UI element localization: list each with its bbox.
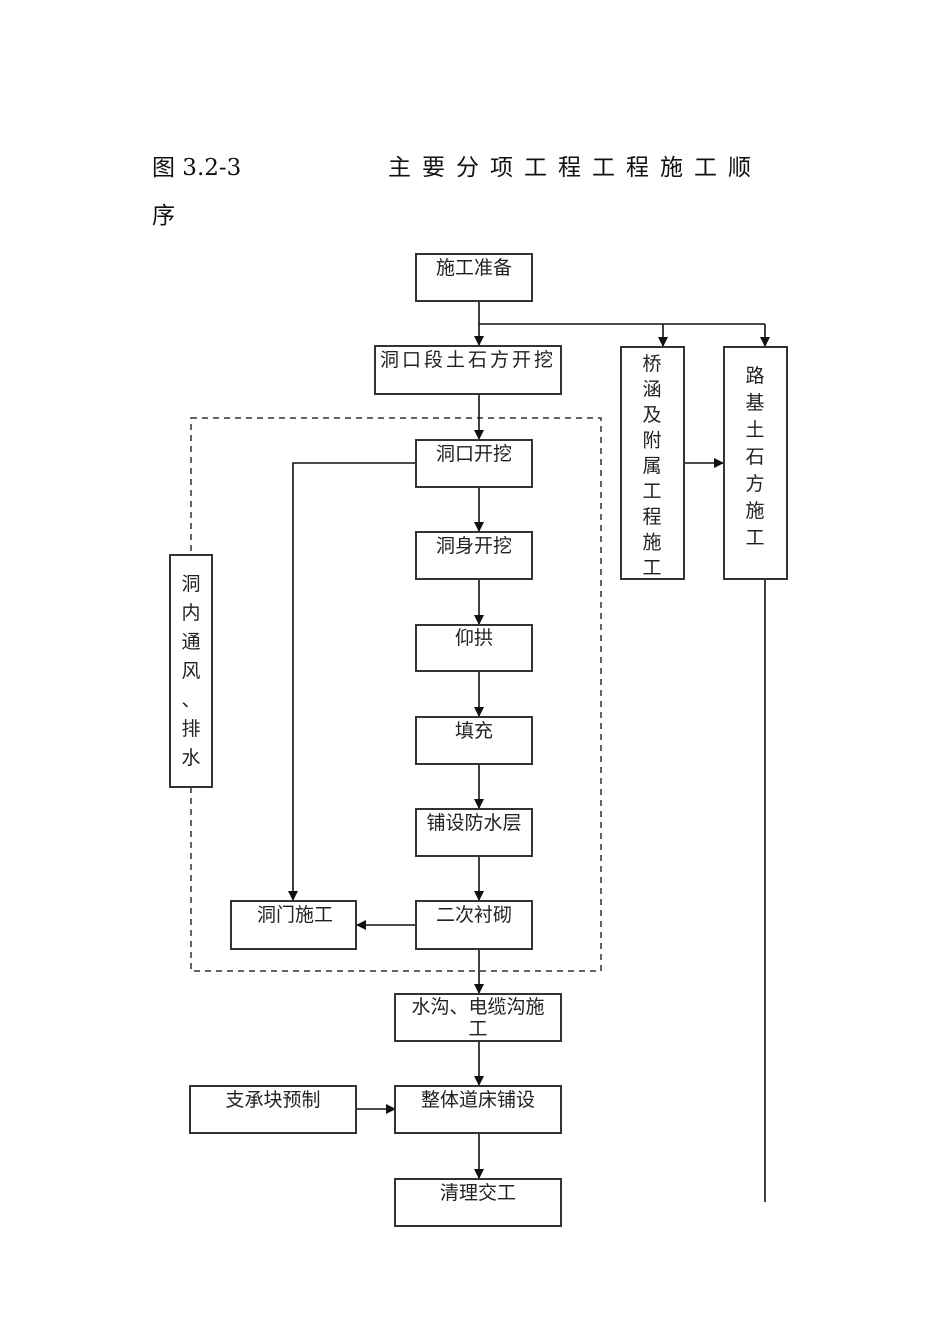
node-ditch-label-line1: 水沟、电缆沟施 <box>411 996 544 1018</box>
node-track-bed: 整体道床铺设 <box>394 1085 562 1134</box>
node-portal-earthwork-label: 洞口段土石方开挖 <box>380 349 556 371</box>
node-waterproof: 铺设防水层 <box>415 808 533 857</box>
node-filling-label: 填充 <box>455 720 493 742</box>
node-ditch: 水沟、电缆沟施 工 <box>394 993 562 1042</box>
node-filling: 填充 <box>415 716 533 765</box>
node-portal-excavation-label: 洞口开挖 <box>436 443 512 465</box>
node-body-excavation: 洞身开挖 <box>415 531 533 580</box>
roadbed-char: 方 <box>745 473 764 495</box>
node-support-block: 支承块预制 <box>189 1085 357 1134</box>
node-body-excavation-label: 洞身开挖 <box>436 535 512 557</box>
node-waterproof-label: 铺设防水层 <box>426 812 521 834</box>
ventilation-char: 水 <box>181 747 200 769</box>
bridge-culvert-char: 附 <box>642 430 661 452</box>
node-portal-construction-label: 洞门施工 <box>257 904 333 926</box>
node-prep: 施工准备 <box>415 253 533 302</box>
node-ditch-label-line2: 工 <box>468 1018 487 1040</box>
arrow-portal-excavation-to-portal-construction <box>288 462 416 901</box>
figure-title: 主要分项工程工程施工顺 <box>388 155 762 181</box>
node-track-bed-label: 整体道床铺设 <box>421 1089 535 1111</box>
node-portal-construction: 洞门施工 <box>230 900 357 950</box>
tunnel-works-group-border <box>190 417 602 972</box>
bridge-culvert-char: 涵 <box>642 379 661 401</box>
ventilation-char: 内 <box>181 602 200 624</box>
roadbed-char: 路 <box>745 365 764 387</box>
ventilation-char: 通 <box>181 631 200 653</box>
bridge-culvert-char: 工 <box>642 481 661 503</box>
connectors <box>288 301 770 1202</box>
figure-title-tail: 序 <box>152 203 175 229</box>
node-handover-label: 清理交工 <box>440 1182 516 1204</box>
ventilation-char: 、 <box>181 689 200 711</box>
node-secondary-lining: 二次衬砌 <box>415 900 533 950</box>
ventilation-char: 排 <box>181 718 200 740</box>
node-secondary-lining-label: 二次衬砌 <box>436 904 512 926</box>
node-portal-earthwork: 洞口段土石方开挖 <box>374 345 562 395</box>
bridge-culvert-char: 属 <box>642 455 661 477</box>
ventilation-char: 洞 <box>181 573 200 595</box>
bridge-culvert-char: 及 <box>642 404 661 426</box>
node-support-block-label: 支承块预制 <box>225 1089 320 1111</box>
bridge-culvert-char: 工 <box>642 557 661 579</box>
node-handover: 清理交工 <box>394 1178 562 1227</box>
node-invert-label: 仰拱 <box>455 627 493 649</box>
ventilation-char: 风 <box>181 660 200 682</box>
roadbed-char: 工 <box>745 527 764 549</box>
bridge-culvert-char: 施 <box>642 532 661 554</box>
roadbed-char: 施 <box>745 500 764 522</box>
node-prep-label: 施工准备 <box>436 257 512 279</box>
roadbed-char: 土 <box>745 419 764 441</box>
bridge-culvert-char: 程 <box>642 506 661 528</box>
node-invert: 仰拱 <box>415 624 533 672</box>
roadbed-char: 基 <box>745 392 764 414</box>
roadbed-char: 石 <box>745 446 764 468</box>
bridge-culvert-char: 桥 <box>642 353 661 375</box>
figure-number: 图 3.2-3 <box>152 155 242 181</box>
node-portal-excavation: 洞口开挖 <box>415 439 533 488</box>
